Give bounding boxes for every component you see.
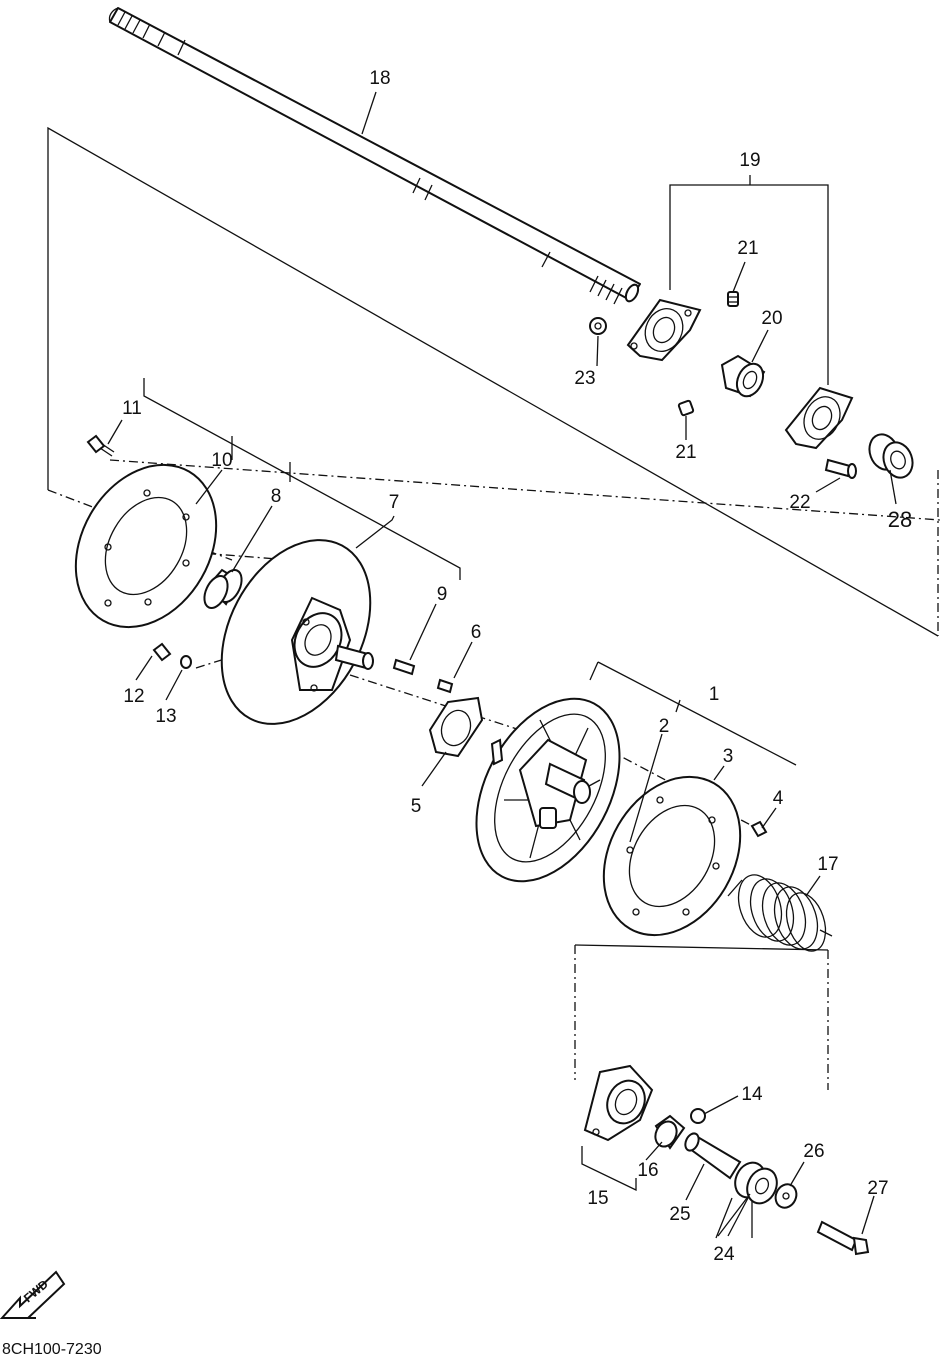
washer-part-13	[180, 655, 192, 669]
sheave-part-7	[220, 539, 374, 725]
stud-part-9	[392, 658, 416, 676]
cam-part-15	[583, 1064, 654, 1142]
bearing-flange-right-part	[784, 386, 854, 450]
callout-28: 28	[888, 507, 912, 532]
callout-1: 1	[709, 684, 720, 705]
shaft-part	[108, 7, 641, 305]
nut-part-23	[589, 317, 607, 335]
plate-part-10	[74, 463, 218, 629]
callout-5: 5	[411, 796, 422, 817]
bushing-part-16	[654, 1114, 686, 1150]
callout-21-bottom: 21	[675, 442, 696, 463]
gasket-part-5	[428, 696, 484, 758]
callout-10: 10	[211, 450, 232, 471]
callout-12: 12	[123, 686, 144, 707]
callout-4: 4	[773, 788, 784, 809]
callout-23: 23	[574, 368, 595, 389]
spring-part-17	[727, 874, 833, 952]
sheave-part-1	[475, 661, 797, 883]
callout-19: 19	[739, 150, 760, 171]
callout-24: 24	[713, 1244, 735, 1265]
bolt-part-12	[152, 642, 172, 662]
bushing-part-8	[203, 568, 243, 609]
callout-17: 17	[817, 854, 838, 875]
nut-part-14	[690, 1108, 706, 1124]
callout-6: 6	[471, 622, 482, 643]
set-screw-part	[677, 291, 739, 417]
callout-11: 11	[122, 398, 142, 419]
callout-labels: 18 19 21 20 23 21 22 28 11 10 8 7 9 6 12…	[122, 68, 912, 1265]
callout-9: 9	[437, 584, 448, 605]
bolt-part-22	[824, 458, 857, 479]
screw-part-6	[436, 678, 454, 694]
callout-20: 20	[761, 308, 782, 329]
callout-27: 27	[867, 1178, 888, 1199]
collar-part-28	[868, 433, 914, 479]
callout-21-top: 21	[737, 238, 758, 259]
bearing-part	[720, 354, 766, 398]
callout-18: 18	[369, 68, 390, 89]
bolt-part-11	[86, 434, 115, 457]
diagram-code: 8CH100-7230	[2, 1341, 102, 1357]
collar-part-25	[684, 1132, 742, 1180]
callout-25: 25	[669, 1204, 690, 1225]
bearing-flange-left-part	[626, 298, 702, 362]
callout-7: 7	[389, 492, 400, 513]
callout-16: 16	[637, 1160, 658, 1181]
callout-8: 8	[271, 486, 282, 507]
callout-22: 22	[789, 492, 810, 513]
bearing-housing-bracket	[669, 175, 829, 385]
bushing-part-24	[734, 1161, 778, 1205]
callout-3: 3	[723, 746, 734, 767]
assembly-outline	[47, 126, 941, 1090]
fwd-arrow-icon: FWD	[0, 1270, 66, 1319]
callout-14: 14	[741, 1084, 763, 1105]
callout-2: 2	[659, 716, 670, 737]
callout-26: 26	[803, 1141, 824, 1162]
callout-15: 15	[587, 1188, 608, 1209]
callout-13: 13	[155, 706, 176, 727]
bolt-part-27	[816, 1220, 870, 1256]
leader-lines	[107, 91, 897, 1239]
screw-part-4	[750, 820, 768, 838]
